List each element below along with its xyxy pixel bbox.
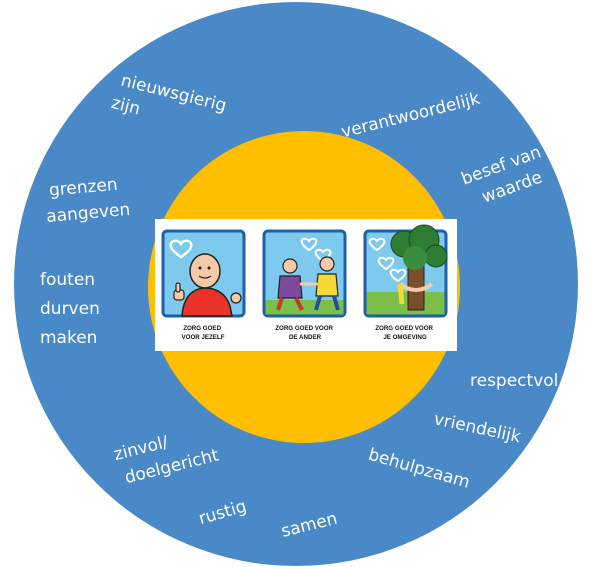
center-card: ZORG GOED VOOR JEZELF — [155, 219, 457, 351]
caption-care-for-others: ZORG GOED VOOR DE ANDER — [275, 325, 335, 341]
caption-self-care: ZORG GOED VOOR JEZELF — [182, 325, 225, 341]
word-respectvol: respectvol — [470, 371, 558, 391]
self-care-icon — [169, 239, 242, 317]
word-fouten-durven-maken: fouten durven maken — [40, 270, 105, 348]
panel-self-care: ZORG GOED VOOR JEZELF — [161, 229, 246, 341]
panel-care-for-others: ZORG GOED VOOR DE ANDER — [262, 229, 347, 341]
panel-care-for-environment: ZORG GOED VOOR JE OMGEVING — [363, 224, 448, 341]
care-for-environment-icon — [366, 224, 448, 315]
care-for-others-icon — [265, 237, 344, 315]
caption-care-for-environment: ZORG GOED VOOR JE OMGEVING — [375, 325, 435, 341]
